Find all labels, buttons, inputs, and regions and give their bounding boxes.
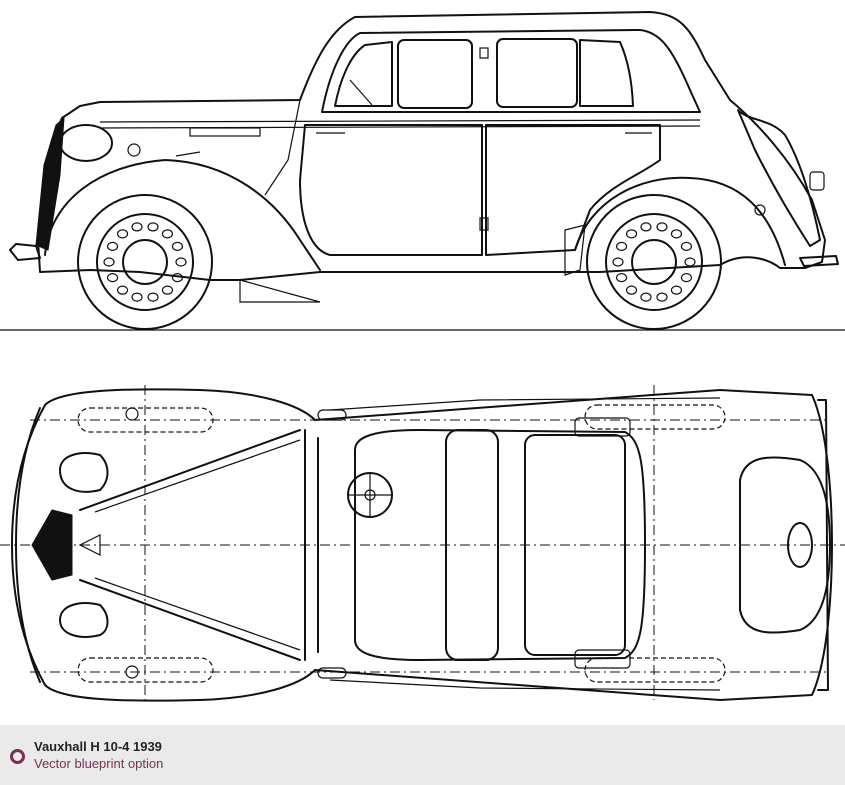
side-body-outline — [37, 11, 826, 281]
fuel-cap — [754, 204, 766, 216]
rear-fender — [574, 176, 786, 266]
wheel-trim-hole — [656, 292, 668, 302]
wheel-trim-hole — [147, 222, 159, 232]
wheel-trim-hole — [103, 257, 115, 267]
front-side-window — [397, 39, 473, 109]
caption-subtitle[interactable]: Vector blueprint option — [34, 756, 164, 771]
rear-spare-wheel — [737, 109, 821, 247]
front-door — [299, 124, 483, 256]
spare-wheel-hub — [787, 522, 813, 568]
top-grille — [31, 509, 73, 581]
sunroof-panel — [445, 429, 499, 661]
wheel-trim-hole — [680, 273, 693, 283]
wheel-trim-hole — [175, 257, 187, 267]
wheel-trim-hole — [116, 229, 129, 239]
wheel-trim-hole — [615, 241, 628, 251]
wheel-trim-hole — [161, 229, 174, 239]
top-rear-bumper — [817, 399, 829, 691]
wheel-trim-hole — [171, 241, 184, 251]
wheel-trim-hole — [106, 241, 119, 251]
right-rear-vent — [574, 649, 631, 669]
belt-line-trim — [99, 119, 701, 123]
steering-wheel — [347, 472, 393, 518]
rear-stone-guard — [564, 224, 586, 276]
top-left-headlamp — [59, 452, 109, 493]
hood-v-inner — [94, 439, 301, 651]
quarter-vent — [349, 79, 373, 106]
wheel-trim-hole — [612, 257, 624, 267]
wheel-trim-hole — [161, 285, 174, 295]
front-wheel — [77, 194, 213, 330]
roof-outline — [354, 429, 646, 661]
ring-bullet-icon — [10, 749, 25, 764]
right-belt-strip — [329, 679, 721, 691]
rear-quarter-window — [579, 39, 634, 107]
running-board — [239, 279, 321, 303]
wheel-trim-hole — [615, 273, 628, 283]
wheel-trim-hole — [680, 241, 693, 251]
top-right-headlamp — [59, 602, 109, 638]
caption-bar: Vauxhall H 10-4 1939 Vector blueprint op… — [0, 725, 845, 785]
rear-left-fender-outline — [584, 404, 726, 430]
front-left-fender-outline — [77, 407, 214, 433]
top-body-outline — [11, 388, 833, 702]
cowl-line — [264, 99, 301, 196]
lower-hinge — [479, 217, 489, 231]
front-bumper — [9, 243, 41, 261]
wheel-trim-hole — [116, 285, 129, 295]
hood-emblem — [78, 534, 101, 556]
wheel-trim-hole — [171, 273, 184, 283]
top-front-bumper — [15, 407, 41, 683]
wheel-trim-hole — [625, 229, 638, 239]
right-side-lamp — [125, 665, 139, 679]
hood-badge — [175, 151, 201, 157]
rear-side-window — [496, 38, 578, 108]
wheel-trim-hole — [131, 292, 143, 302]
hood-vents — [189, 127, 261, 137]
rear-wheel — [586, 194, 722, 330]
tail-lamp — [809, 171, 825, 191]
caption-title: Vauxhall H 10-4 1939 — [34, 739, 162, 754]
rear-bumper — [799, 255, 839, 267]
top-view — [0, 385, 845, 702]
wheel-trim-hole — [131, 222, 143, 232]
hood-v-line — [79, 429, 301, 661]
left-belt-strip — [329, 397, 721, 411]
wheel-trim-hole — [670, 229, 683, 239]
side-lamp — [127, 143, 141, 157]
wheel-trim-hole — [670, 285, 683, 295]
rear-right-fender-outline — [584, 657, 726, 683]
left-rear-vent — [574, 417, 631, 437]
wheel-trim-hole — [684, 257, 696, 267]
front-grille — [35, 116, 65, 251]
rear-door — [485, 124, 661, 256]
blueprint-drawing — [0, 11, 845, 702]
wheel-trim-hole — [640, 222, 652, 232]
wheel-trim-hole — [656, 222, 668, 232]
side-window-frame — [321, 29, 701, 113]
left-mirror — [317, 409, 347, 421]
top-spare-wheel-cover — [739, 456, 831, 634]
right-mirror — [317, 667, 347, 679]
wheel-trim-hole — [640, 292, 652, 302]
headlamp — [59, 124, 113, 162]
front-door-window — [334, 41, 393, 107]
upper-hinge — [479, 47, 489, 59]
front-right-fender-outline — [77, 657, 214, 683]
wheel-trim-hole — [106, 273, 119, 283]
wheel-trim-hole — [625, 285, 638, 295]
wheel-trim-hole — [147, 292, 159, 302]
side-view — [0, 11, 845, 331]
front-fender — [44, 159, 321, 271]
left-side-lamp — [125, 407, 139, 421]
